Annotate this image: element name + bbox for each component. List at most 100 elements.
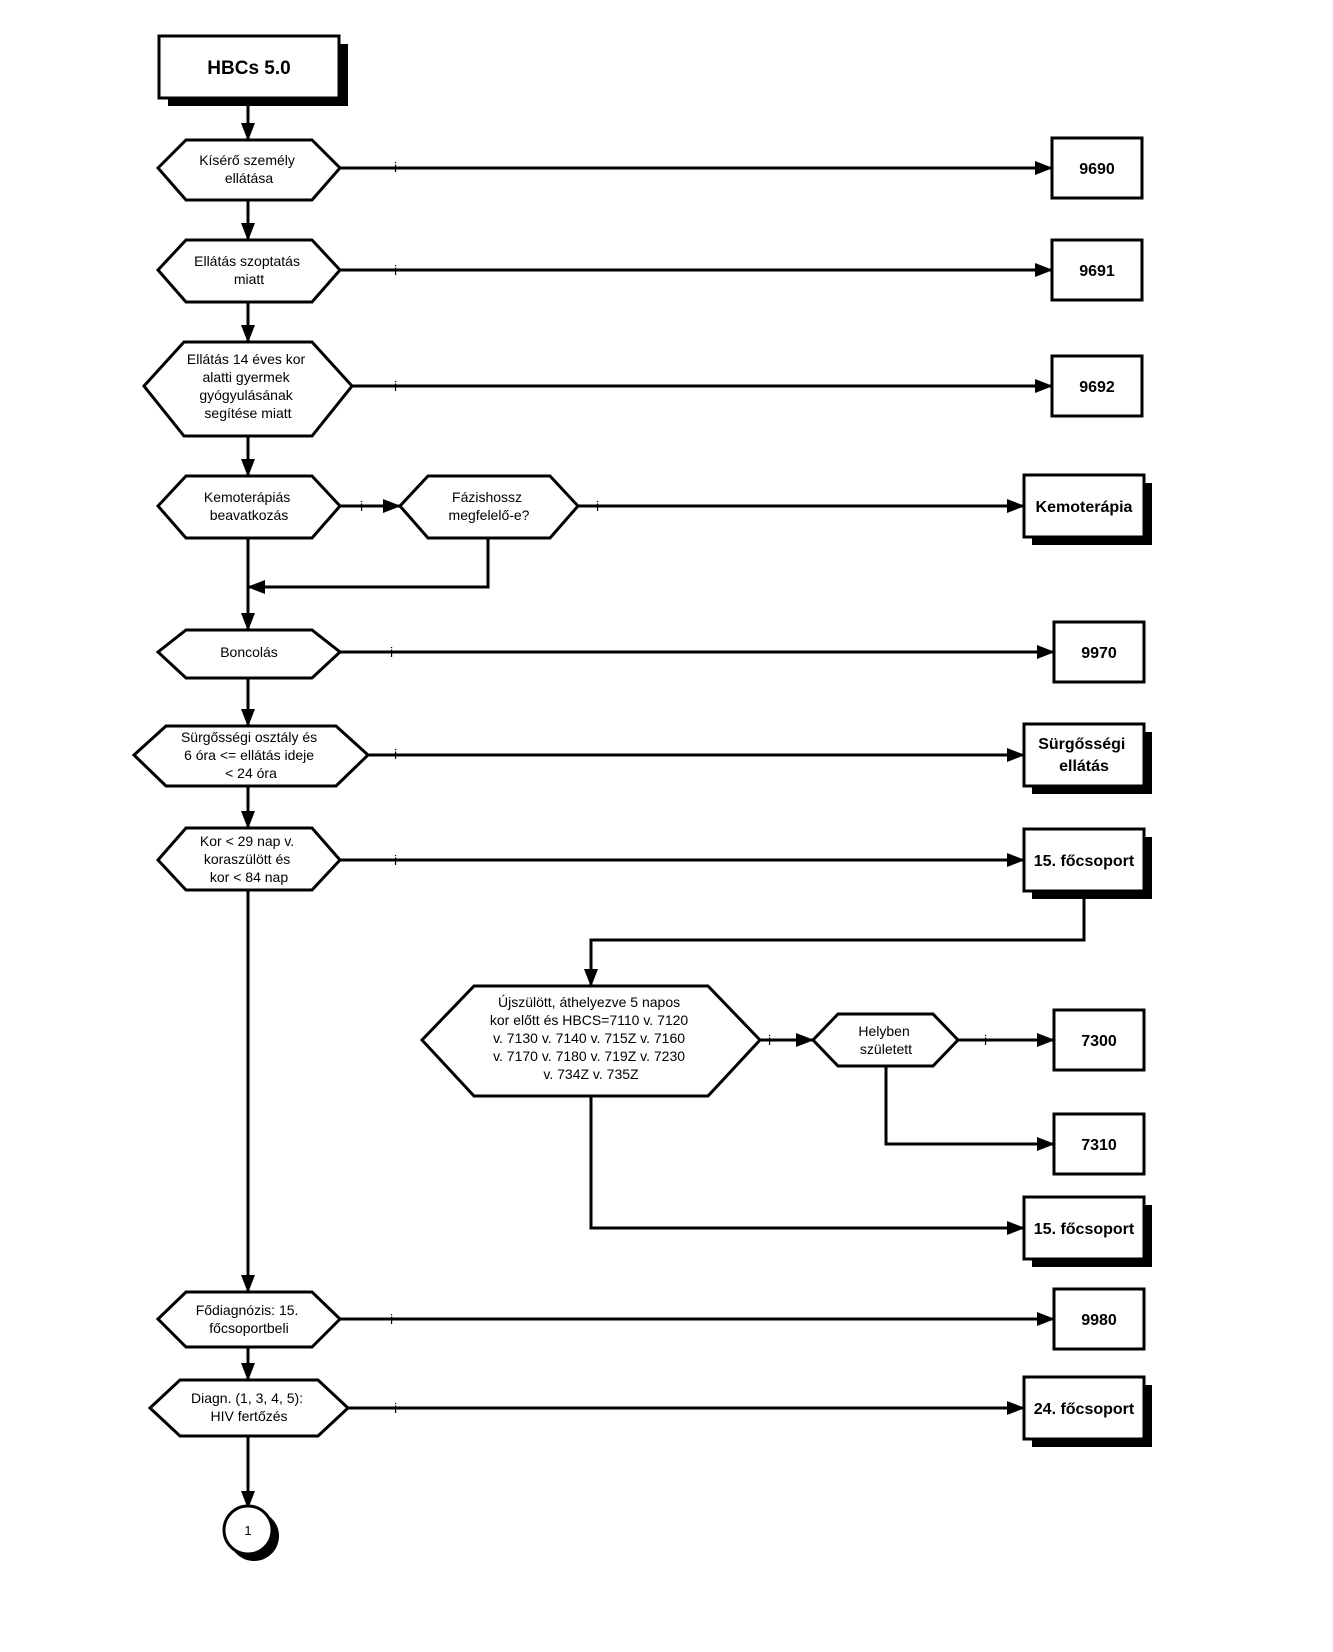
svg-text:Kor < 29 nap v. koraszül: Kor < 29 nap v. koraszülött és kor < 84 … [200,833,298,885]
decision-line: v. 734Z v. 735Z [543,1066,639,1082]
yes-label-d3: i [394,378,397,394]
outcome-label: 9690 [1079,161,1115,178]
outcome-label: Kemoterápia [1036,499,1133,516]
svg-text:Boncolás: Boncolás [220,644,278,660]
decision-helyben: Helyben született [810,1012,961,1068]
decision-line: ellátása [225,170,273,186]
decision-fodiagnozis: Fődiagnózis: 15. főcsoportbeli [155,1290,343,1349]
yes-label-d7: i [394,852,397,868]
yes-label-d10: i [394,1400,397,1416]
svg-text:Kemoterápiás beavatkozás: Kemoterápiás beavatkozás [204,489,294,523]
yes-label-d6: i [394,746,397,762]
decision-line: Sürgősségi osztály és [181,729,317,745]
yes-label-d8b: i [984,1032,987,1048]
decision-line: kor < 84 nap [210,869,288,885]
decision-line: megfelelő-e? [449,507,530,523]
outcome-label: 9970 [1081,645,1117,662]
outcome-9690: 9690 [1050,136,1144,200]
decision-kor: Kor < 29 nap v. koraszülött és kor < 84 … [155,826,343,892]
outcome-label: 15. főcsoport [1034,1221,1135,1238]
decision-surgossegi: Sürgősségi osztály és 6 óra <= ellátás i… [131,724,371,788]
decision-line: v. 7130 v. 7140 v. 715Z v. 7160 [493,1030,685,1046]
flow-o7-d8 [584,897,1086,987]
connector-label: 1 [244,1523,251,1538]
outcome-15-focsoport-2: 15. főcsoport [1022,1195,1152,1267]
outcome-label: ellátás [1059,758,1109,775]
outcome-surgossegi-ellatas: Sürgősségi ellátás [1022,722,1152,794]
yes-labels: i i i i i i i i i i i i [360,159,987,1416]
yes-label-d2: i [394,262,397,278]
yes-label-d5: i [390,644,393,660]
svg-text:Sürgősségi osztály és 6: Sürgősségi osztály és 6 óra <= ellátás i… [181,729,321,781]
outcome-label: 9692 [1079,379,1115,396]
yes-label-d9: i [390,1311,393,1327]
decision-boncolas: Boncolás [155,628,343,680]
decision-line: koraszülött és [204,851,290,867]
outcome-15-focsoport: 15. főcsoport [1022,827,1152,899]
decision-line: gyógyulásának [199,387,293,403]
svg-text:Fődiagnózis: 15. főcsopo: Fődiagnózis: 15. főcsoportbeli [196,1302,303,1336]
decision-fazishossz: Fázishossz megfelelő-e? [397,474,581,540]
decision-line: született [860,1041,912,1057]
outcome-7300: 7300 [1052,1008,1146,1072]
svg-text:Sürgősségi ellátás: Sürgősségi ellátás [1038,736,1130,775]
decision-line: 6 óra <= ellátás ideje [184,747,314,763]
outcome-7310: 7310 [1052,1112,1146,1176]
decision-line: kor előtt és HBCS=7110 v. 7120 [490,1012,689,1028]
decision-14eves: Ellátás 14 éves kor alatti gyermek gyógy… [142,340,354,438]
decision-line: alatti gyermek [202,369,290,385]
decision-line: Diagn. (1, 3, 4, 5): [191,1390,303,1406]
outcome-label: 9691 [1079,263,1115,280]
svg-text:Újszülött, áthelyezve 5 napos: Újszülött, áthelyezve 5 napos kor előtt … [490,994,692,1082]
yes-label-d4b: i [596,498,599,514]
decision-line: Fődiagnózis: 15. [196,1302,299,1318]
svg-text:Diagn. (1, 3, 4, 5): HIV: Diagn. (1, 3, 4, 5): HIV fertőzés [191,1390,307,1424]
yes-label-d1: i [394,159,397,175]
decision-szoptatas: Ellátás szoptatás miatt [155,238,343,304]
outcome-24-focsoport: 24. főcsoport [1022,1375,1152,1447]
decision-line: v. 7170 v. 7180 v. 719Z v. 7230 [493,1048,685,1064]
outcome-9980: 9980 [1052,1287,1146,1351]
outcome-9692: 9692 [1050,354,1144,418]
decision-line: segítése miatt [204,405,291,421]
outcome-kemoterapia: Kemoterápia [1022,473,1152,545]
decision-line: Ellátás 14 éves kor [187,351,306,367]
decision-line: Újszülött, áthelyezve 5 napos [498,994,680,1010]
start-label: HBCs 5.0 [207,58,290,79]
start-box: HBCs 5.0 [157,34,348,106]
connector-circle: 1 [222,1504,279,1561]
yes-label-d4: i [360,498,363,514]
flow-lines [241,100,1086,1509]
decision-line: Fázishossz [452,489,522,505]
decision-kisero: Kísérő személy ellátása [155,138,343,202]
outcome-label: 7300 [1081,1033,1117,1050]
outcome-label: 15. főcsoport [1034,853,1135,870]
no-d4b-return [247,538,490,594]
outcome-9691: 9691 [1050,238,1144,302]
decision-line: beavatkozás [210,507,289,523]
outcome-label: Sürgősségi [1038,736,1125,753]
decision-line: Boncolás [220,644,278,660]
svg-text:Fázishossz megfelelő-e?: Fázishossz megfelelő-e? [449,489,530,523]
decision-line: Kor < 29 nap v. [200,833,294,849]
svg-text:Kísérő személy ellátása: Kísérő személy ellátása [199,152,299,186]
yes-label-d8: i [768,1032,771,1048]
decision-ujszulott: Újszülött, áthelyezve 5 napos kor előtt … [419,984,763,1098]
outcome-9970: 9970 [1052,620,1146,684]
decision-hiv: Diagn. (1, 3, 4, 5): HIV fertőzés [147,1378,351,1438]
decision-line: < 24 óra [225,765,277,781]
decision-line: főcsoportbeli [209,1320,288,1336]
decision-kemoterapias: Kemoterápiás beavatkozás [155,474,343,540]
decision-line: Kemoterápiás [204,489,290,505]
outcome-label: 7310 [1081,1137,1117,1154]
decision-line: Helyben [858,1023,909,1039]
svg-text:Ellátás szoptatás miatt: Ellátás szoptatás miatt [194,253,304,287]
no-d8 [589,1096,1025,1235]
no-d8b [884,1066,1055,1151]
decision-line: Ellátás szoptatás [194,253,300,269]
svg-text:Helyben született: Helyben született [858,1023,913,1057]
svg-text:Ellátás 14 éves kor alat: Ellátás 14 éves kor alatti gyermek gyógy… [187,351,309,421]
decision-line: Kísérő személy [199,152,295,168]
decision-line: HIV fertőzés [210,1408,287,1424]
